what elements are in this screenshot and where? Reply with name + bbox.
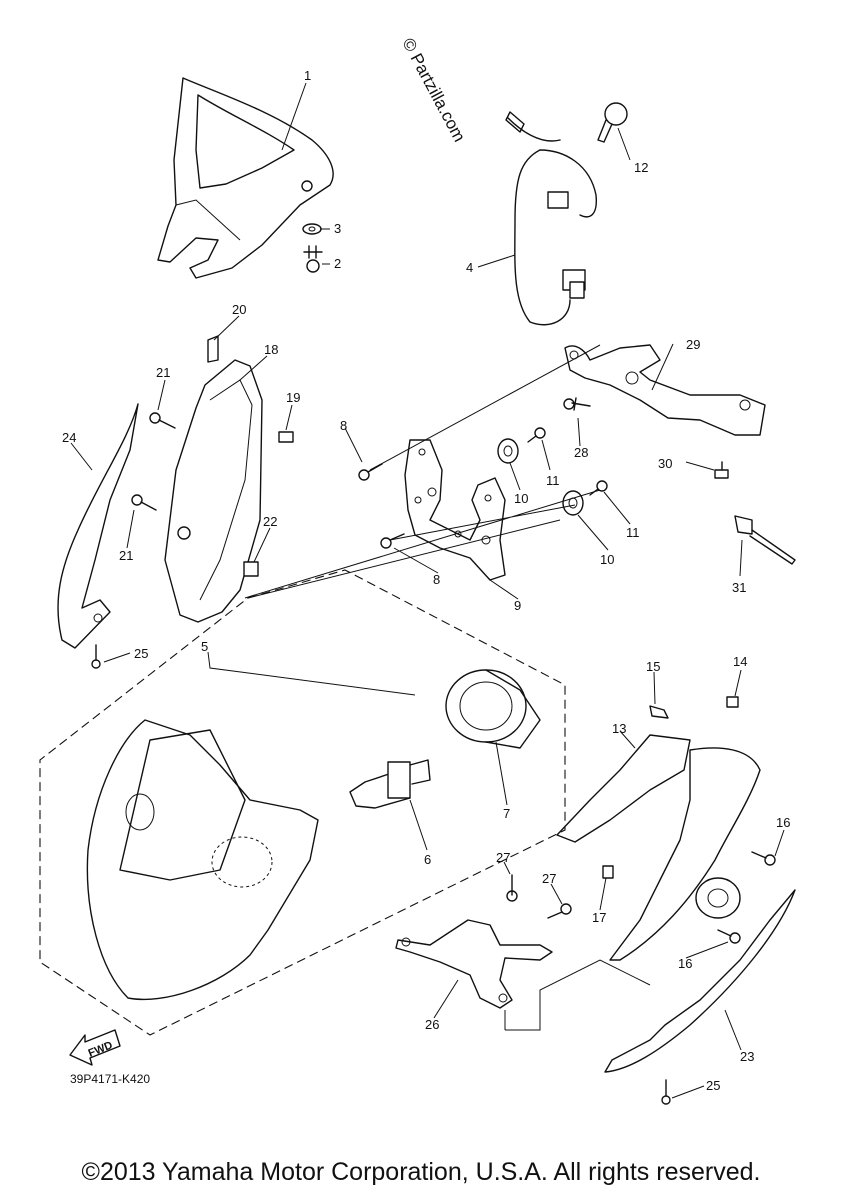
diagram-code: 39P4171-K420 xyxy=(70,1072,150,1086)
part-6-bulb xyxy=(349,759,431,809)
part-5-headlight-unit xyxy=(86,719,319,1001)
callout-30: 30 xyxy=(658,456,672,471)
part-4-harness xyxy=(505,111,597,326)
part-10-damper-b xyxy=(562,490,584,516)
callout-16a: 16 xyxy=(776,815,790,830)
lower-assembly-line xyxy=(504,959,651,1031)
part-right-cowl xyxy=(609,747,761,961)
part-15-clip xyxy=(649,705,669,719)
assembly-line-lower xyxy=(244,489,601,599)
part-31-band xyxy=(734,515,796,565)
callout-27b: 27 xyxy=(542,871,556,886)
part-10-damper-a xyxy=(497,438,519,464)
callout-16b: 16 xyxy=(678,956,692,971)
callout-14: 14 xyxy=(733,654,747,669)
callout-21a: 21 xyxy=(156,365,170,380)
watermark-text: © Partzilla.com xyxy=(398,35,469,145)
callout-7: 7 xyxy=(503,806,510,821)
callout-29: 29 xyxy=(686,337,700,352)
part-11-bolt-a xyxy=(527,427,546,443)
callout-6: 6 xyxy=(424,852,431,867)
part-5-outline xyxy=(39,569,566,1036)
part-17-nut xyxy=(602,865,614,879)
callout-26: 26 xyxy=(425,1017,439,1032)
part-12-clamp xyxy=(597,102,628,143)
callout-10a: 10 xyxy=(514,491,528,506)
callout-25b: 25 xyxy=(706,1078,720,1093)
part-2-screw xyxy=(303,245,323,273)
part-28-bolt xyxy=(563,397,591,411)
fwd-label: FWD xyxy=(87,1039,115,1060)
part-22-nut xyxy=(243,561,259,577)
callout-28: 28 xyxy=(574,445,588,460)
callout-4: 4 xyxy=(466,260,473,275)
part-7-lamp-cover xyxy=(445,669,541,749)
callout-5: 5 xyxy=(201,639,208,654)
part-13-inner-panel xyxy=(556,734,691,843)
part-29-stay xyxy=(564,344,766,436)
part-8-bolt-a xyxy=(358,463,383,481)
part-16-bolt-b xyxy=(717,929,741,944)
callout-8a: 8 xyxy=(340,418,347,433)
callout-21b: 21 xyxy=(119,548,133,563)
callout-19: 19 xyxy=(286,390,300,405)
callout-23: 23 xyxy=(740,1049,754,1064)
part-26-stay xyxy=(395,919,553,1009)
callout-15: 15 xyxy=(646,659,660,674)
part-1-upper-cowl xyxy=(157,77,334,279)
assembly-line-upper xyxy=(369,344,601,471)
callout-labels: 1 2 3 4 5 6 7 8 8 9 10 10 11 11 12 13 14… xyxy=(62,68,790,1093)
part-27-bolt-b xyxy=(547,903,572,919)
part-16-bolt-a xyxy=(751,851,776,866)
callout-3: 3 xyxy=(334,221,341,236)
callout-leaders xyxy=(70,82,785,1099)
callout-12: 12 xyxy=(634,160,648,175)
callout-24: 24 xyxy=(62,430,76,445)
part-30-bolt xyxy=(714,461,729,479)
callout-20: 20 xyxy=(232,302,246,317)
callout-10b: 10 xyxy=(600,552,614,567)
part-21-bolt-a xyxy=(149,412,176,429)
part-9-bracket xyxy=(404,439,506,581)
part-25-bolt-b xyxy=(661,1079,671,1105)
fwd-arrow-icon: FWD xyxy=(69,1029,121,1066)
copyright-notice: ©2013 Yamaha Motor Corporation, U.S.A. A… xyxy=(81,1158,761,1186)
callout-2: 2 xyxy=(334,256,341,271)
part-27-bolt-a xyxy=(506,874,518,902)
part-19-nut xyxy=(278,431,294,443)
callout-11a: 11 xyxy=(546,473,560,488)
part-24-left-cover xyxy=(57,403,139,649)
callout-11b: 11 xyxy=(626,525,640,540)
callout-8b: 8 xyxy=(433,572,440,587)
callout-31: 31 xyxy=(732,580,746,595)
part-20-clip xyxy=(207,335,219,363)
callout-17: 17 xyxy=(592,910,606,925)
part-23-lower-cover xyxy=(604,889,796,1073)
callout-1: 1 xyxy=(304,68,311,83)
callout-18: 18 xyxy=(264,342,278,357)
part-14-nut xyxy=(726,696,739,708)
part-21-bolt-b xyxy=(131,494,157,511)
callout-27a: 27 xyxy=(496,850,510,865)
callout-25a: 25 xyxy=(134,646,148,661)
part-18-inner-panel xyxy=(164,359,263,623)
part-8-bolt-b xyxy=(380,533,405,549)
callout-13: 13 xyxy=(612,721,626,736)
part-25-bolt-a xyxy=(91,644,101,669)
callout-22: 22 xyxy=(263,514,277,529)
callout-9: 9 xyxy=(514,598,521,613)
part-3-washer xyxy=(302,223,322,235)
